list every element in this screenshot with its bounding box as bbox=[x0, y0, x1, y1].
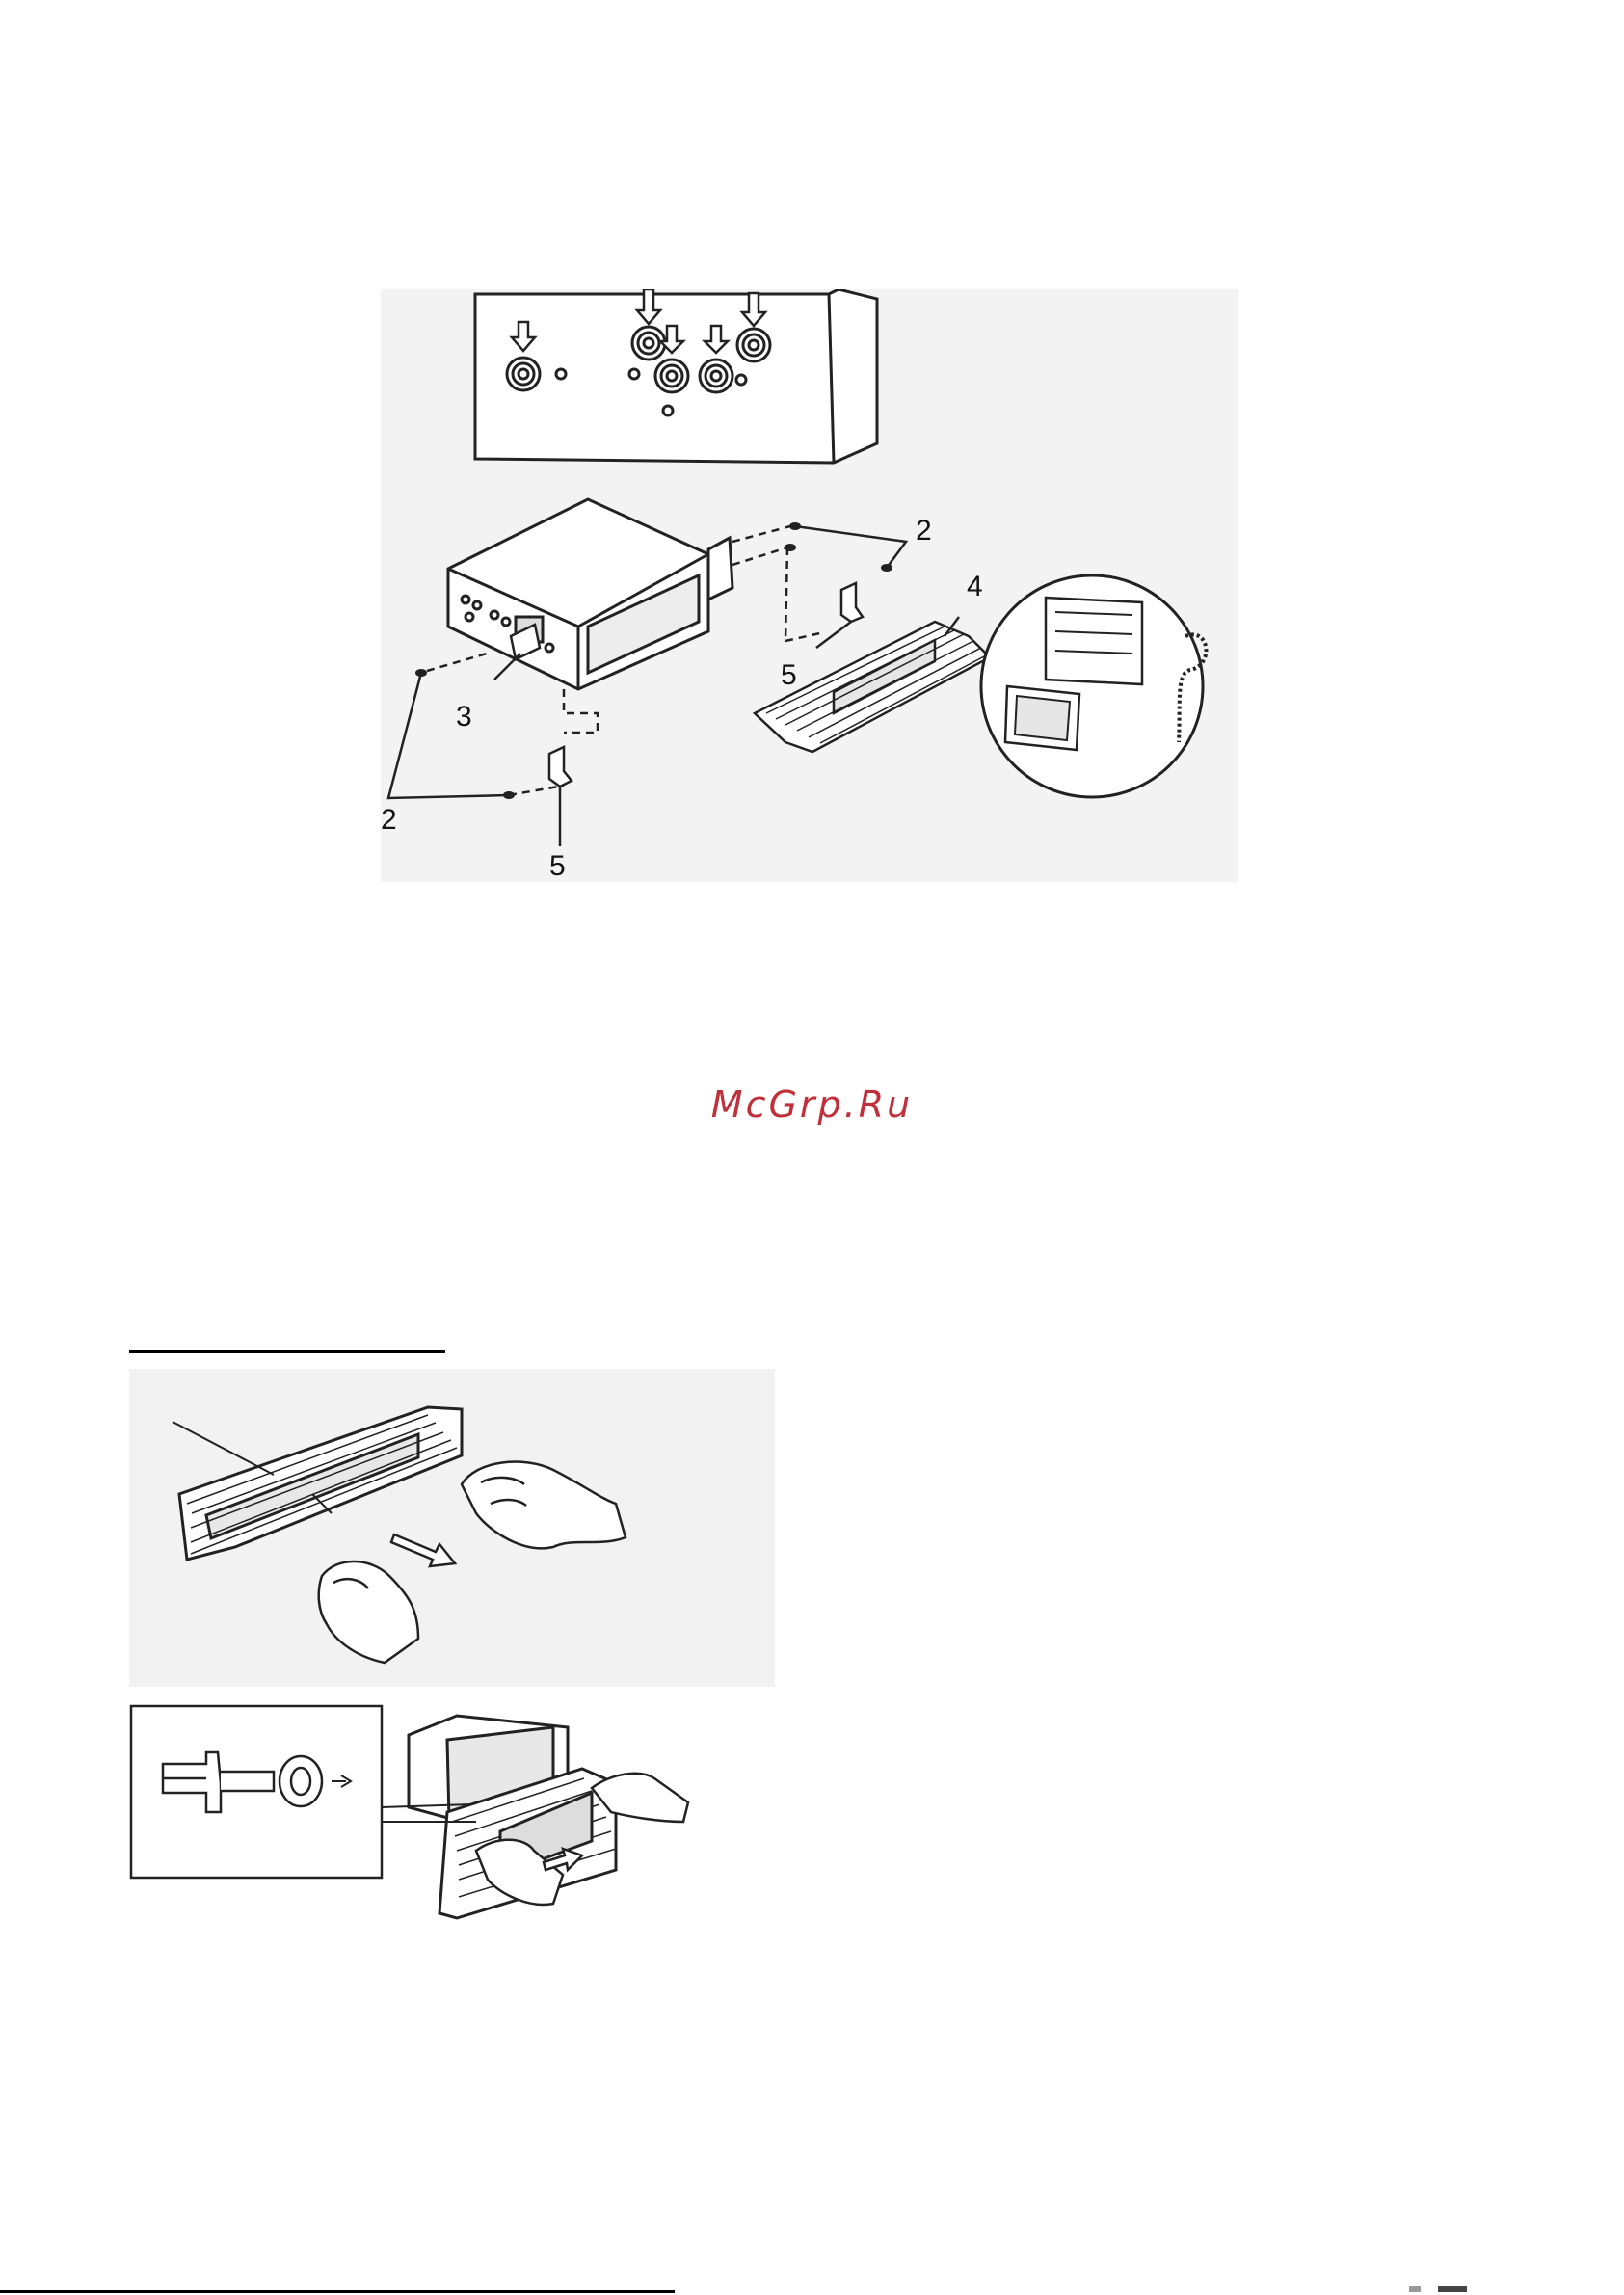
mounting-hole bbox=[655, 360, 688, 392]
removal-figure bbox=[129, 1369, 775, 1928]
installation-figure: 2 4 5 3 2 5 bbox=[381, 289, 1238, 882]
mounting-hole bbox=[700, 360, 732, 392]
watermark: McGrp.Ru bbox=[0, 1083, 1624, 1126]
callout-sleeve: 4 bbox=[967, 571, 983, 602]
mounting-hole bbox=[632, 327, 665, 360]
detail-inset bbox=[981, 575, 1206, 797]
callout-screw-bottom: 2 bbox=[381, 804, 397, 836]
dashboard-panel bbox=[475, 289, 877, 463]
section-rule bbox=[129, 1350, 445, 1353]
callout-bracket-top: 5 bbox=[781, 659, 797, 691]
mounting-hole bbox=[737, 329, 770, 361]
callout-screw-top: 2 bbox=[916, 515, 932, 547]
mounting-hole bbox=[507, 358, 540, 390]
removal-diagram bbox=[129, 1369, 775, 1928]
key-inset bbox=[131, 1706, 382, 1878]
installation-diagram: 2 4 5 3 2 5 bbox=[381, 289, 1238, 882]
callout-connector: 3 bbox=[456, 701, 472, 733]
footer-mark bbox=[1409, 2286, 1467, 2292]
footer-rule bbox=[0, 2290, 675, 2293]
callout-bracket-bottom: 5 bbox=[549, 850, 566, 882]
